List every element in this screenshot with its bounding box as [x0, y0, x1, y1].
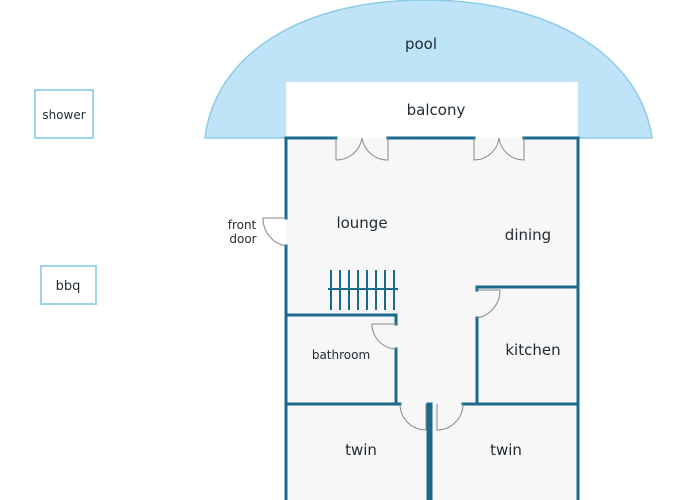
shower-label: shower	[42, 108, 85, 122]
stairs	[328, 270, 398, 310]
bathroom-label: bathroom	[312, 348, 370, 362]
balcony-area	[286, 82, 578, 138]
kitchen-label: kitchen	[505, 341, 560, 359]
front-door-label-line1: front	[228, 218, 257, 232]
pool-label: pool	[405, 35, 437, 53]
bbq-box	[40, 265, 97, 305]
bbq-label: bbq	[56, 279, 81, 294]
doors	[262, 137, 525, 431]
dining-label: dining	[505, 226, 551, 244]
twin-right-label: twin	[490, 441, 522, 459]
balcony-label: balcony	[407, 101, 466, 119]
lounge-label: lounge	[336, 214, 387, 232]
twin-left-label: twin	[345, 441, 377, 459]
front-door-label-line2: door	[229, 232, 256, 246]
walls	[284, 136, 580, 500]
shower-box	[34, 89, 94, 139]
